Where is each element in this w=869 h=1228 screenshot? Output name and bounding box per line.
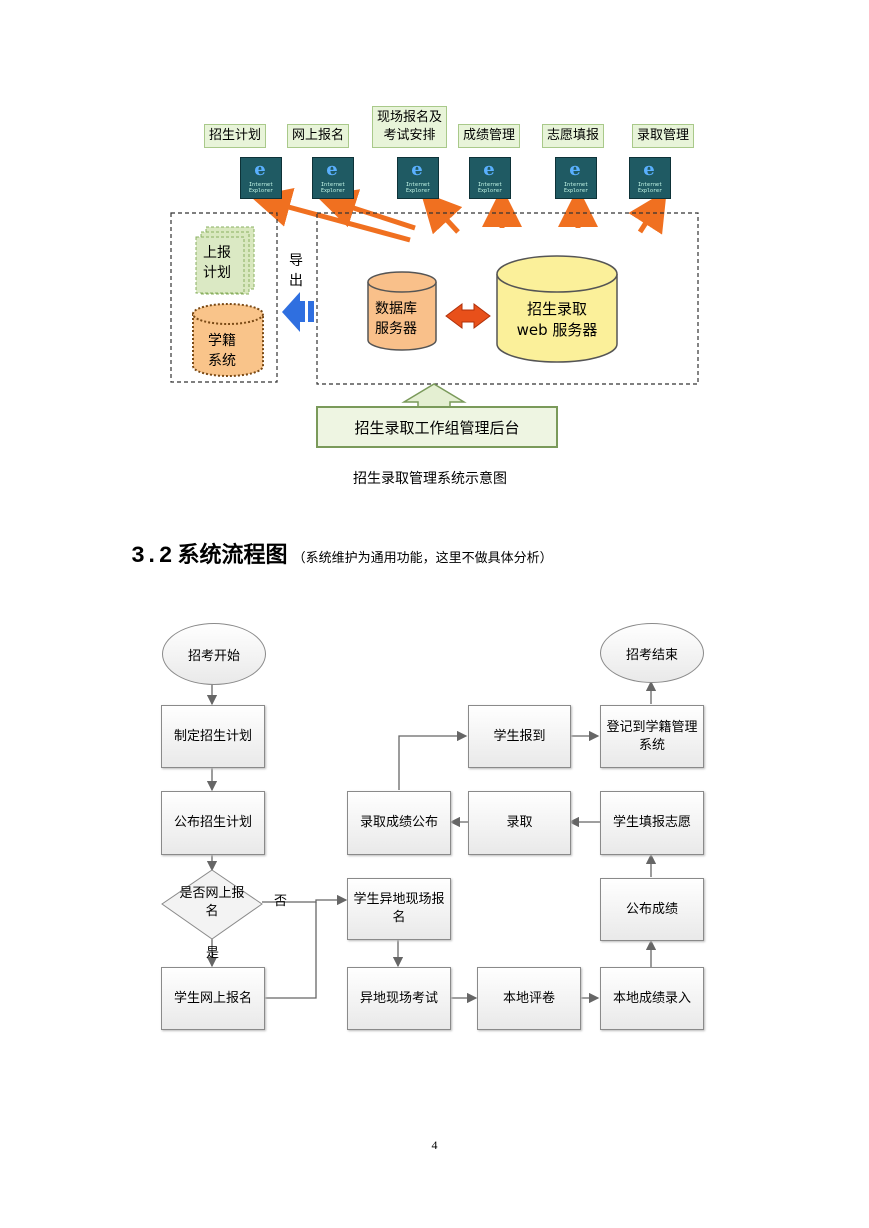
export-label: 导 出 (289, 253, 303, 289)
section-title: 系统流程图 (177, 543, 288, 568)
callout-score: 成绩管理 (458, 124, 521, 148)
flow-remote-exam: 异地现场考试 (347, 967, 451, 1030)
backend-up-arrow (401, 383, 467, 409)
callout-admit: 录取管理 (632, 124, 695, 148)
flow-admission: 录取 (468, 791, 571, 855)
flow-yes-label: 是 (206, 946, 220, 961)
flow-no-label: 否 (274, 894, 288, 909)
diagram-caption: 招生录取管理系统示意图 (353, 471, 507, 487)
flow-fill-choices: 学生填报志愿 (600, 791, 704, 855)
flow-make-plan: 制定招生计划 (161, 705, 265, 768)
bidirectional-arrow (445, 303, 491, 329)
section-note: （系统维护为通用功能，这里不做具体分析） (292, 551, 553, 566)
flow-register-student-records: 登记到学籍管理 系统 (600, 705, 704, 768)
architecture-diagram (170, 187, 699, 448)
report-plan-label: 上报 计划 (203, 245, 231, 281)
student-records-cylinder (192, 314, 264, 377)
web-server-cylinder (496, 274, 618, 363)
backend-label: 招生录取工作组管理后台 (354, 419, 520, 437)
flow-end: 招考结束 (600, 623, 704, 683)
callout-online: 网上报名 (287, 124, 350, 148)
report-plan-doc (195, 236, 245, 294)
section-number: 3.2 (131, 543, 173, 569)
section-heading: 3.2 系统流程图 （系统维护为通用功能，这里不做具体分析） (131, 537, 553, 569)
arrow-to-onsite (420, 191, 463, 235)
arrow-to-online (315, 189, 416, 231)
student-records-label: 学籍 系统 (208, 333, 236, 369)
flow-student-report: 学生报到 (468, 705, 571, 768)
flowchart-connectors (161, 680, 657, 1004)
callout-choice: 志愿填报 (542, 124, 605, 148)
flow-publish-plan: 公布招生计划 (161, 791, 265, 855)
flow-publish-scores: 公布成绩 (600, 878, 704, 941)
flow-local-grading: 本地评卷 (477, 967, 581, 1030)
db-server-cylinder (367, 282, 437, 351)
flow-remote-register: 学生异地现场报 名 (347, 878, 451, 940)
flow-start: 招考开始 (162, 623, 266, 685)
flow-decision-label: 是否网上报 名 (179, 886, 245, 919)
flow-local-score-entry: 本地成绩录入 (600, 967, 704, 1030)
decision-diamond (161, 869, 263, 940)
callout-onsite: 现场报名及 考试安排 (372, 106, 448, 148)
callout-plan: 招生计划 (204, 124, 267, 148)
flow-online-register: 学生网上报名 (161, 967, 265, 1030)
flow-publish-admission: 录取成绩公布 (347, 791, 451, 855)
arrow-to-admit (628, 190, 667, 235)
db-server-label: 数据库 服务器 (375, 301, 417, 337)
web-server-label: 招生录取 web 服务器 (516, 300, 598, 339)
page-number: 4 (431, 1138, 438, 1152)
export-arrow (282, 292, 314, 332)
backend-box (316, 406, 558, 448)
